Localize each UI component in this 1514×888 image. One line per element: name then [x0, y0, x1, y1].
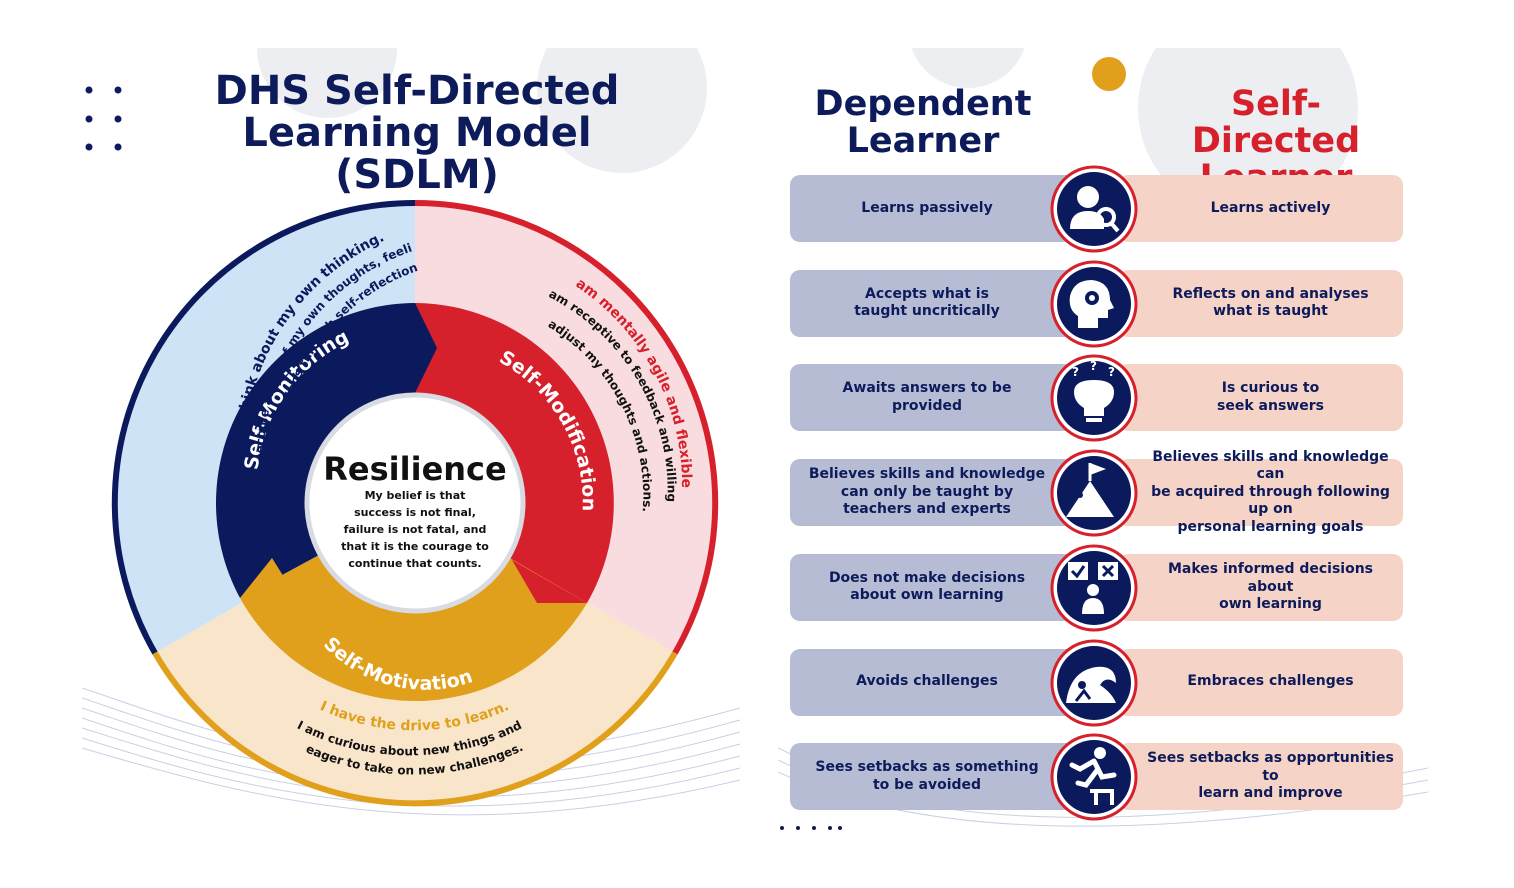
self-directed-row-7: Sees setbacks as opportunities to learn … [1118, 743, 1403, 811]
self-directed-row-4: Believes skills and knowledge can be acq… [1118, 449, 1403, 535]
mountain-flag-icon [1050, 449, 1138, 537]
self-directed-row-text: Reflects on and analyses what is taught [1172, 285, 1369, 320]
sdlm-title-line2: Learning Model (SDLM) [242, 110, 592, 198]
dependent-row-text: Accepts what is taught uncritically [854, 285, 1000, 320]
self-directed-row-2: Reflects on and analyses what is taught [1118, 269, 1403, 337]
hurdle-jumper-icon [1050, 733, 1138, 821]
self-directed-row-6: Embraces challenges [1118, 648, 1403, 716]
dependent-row-6: Avoids challenges [790, 648, 1080, 716]
self-directed-row-text: Learns actively [1210, 199, 1331, 216]
dependent-title-line2: Learner [846, 120, 1000, 161]
head-gear-icon [1050, 260, 1138, 348]
sdlm-title-line1: DHS Self-Directed [214, 68, 620, 114]
dependent-row-1: Learns passively [790, 175, 1080, 242]
center-quote-line3: failure is not fatal, and [344, 523, 487, 536]
center-quote-line5: continue that counts. [348, 557, 481, 570]
dependent-row-text: Does not make decisions about own learni… [828, 569, 1026, 604]
dependent-row-3: Awaits answers to be provided [790, 364, 1080, 432]
svg-text:?: ? [1090, 359, 1097, 373]
dependent-row-7: Sees setbacks as something to be avoided [790, 743, 1080, 811]
dependent-row-text: Sees setbacks as something to be avoided [815, 759, 1039, 793]
center-title: Resilience [323, 450, 506, 488]
sdlm-panel: DHS Self-Directed Learning Model (SDLM) [82, 48, 740, 833]
svg-text:?: ? [1072, 365, 1079, 379]
sdlm-title: DHS Self-Directed Learning Model (SDLM) [182, 70, 652, 196]
dependent-row-text: Believes skills and knowledge can only b… [808, 466, 1046, 518]
self-directed-row-3: Is curious to seek answers [1118, 364, 1403, 432]
self-directed-row-text: Makes informed decisions about own learn… [1167, 561, 1374, 613]
resilience-center [304, 392, 526, 614]
learner-comparison-panel: Dependent Learner Self-Directed Learner … [778, 48, 1428, 833]
sdlm-wheel: Resilience My belief is that success is … [82, 48, 719, 807]
dependent-row-4: Believes skills and knowledge can only b… [790, 459, 1080, 527]
self-directed-row-text: Sees setbacks as opportunities to learn … [1147, 750, 1394, 802]
self-directed-row-text: Is curious to seek answers [1217, 380, 1324, 414]
center-quote-line2: success is not final, [354, 506, 476, 519]
self-directed-row-1: Learns actively [1118, 175, 1403, 242]
self-directed-row-text: Believes skills and knowledge can be acq… [1151, 448, 1390, 535]
dependent-row-text: Learns passively [861, 199, 993, 216]
dependent-title-line1: Dependent [814, 84, 1032, 124]
wave-surfer-icon [1050, 639, 1138, 727]
dependent-row-text: Avoids challenges [856, 673, 998, 690]
dependent-row-2: Accepts what is taught uncritically [790, 269, 1080, 337]
person-magnifier-icon [1050, 165, 1138, 253]
center-quote-line1: My belief is that [365, 489, 466, 502]
lightbulb-question-icon: ??? [1050, 354, 1138, 442]
self-directed-row-text: Embraces challenges [1187, 673, 1354, 690]
dependent-row-5: Does not make decisions about own learni… [790, 553, 1080, 621]
self-directed-title-line1: Self-Directed [1191, 84, 1361, 161]
dependent-row-text: Awaits answers to be provided [842, 380, 1012, 414]
self-directed-row-5: Makes informed decisions about own learn… [1118, 553, 1403, 621]
center-quote-line4: that it is the courage to [341, 540, 489, 553]
svg-text:?: ? [1108, 365, 1115, 379]
dependent-learner-title: Dependent Learner [808, 86, 1038, 160]
decision-person-icon [1050, 544, 1138, 632]
